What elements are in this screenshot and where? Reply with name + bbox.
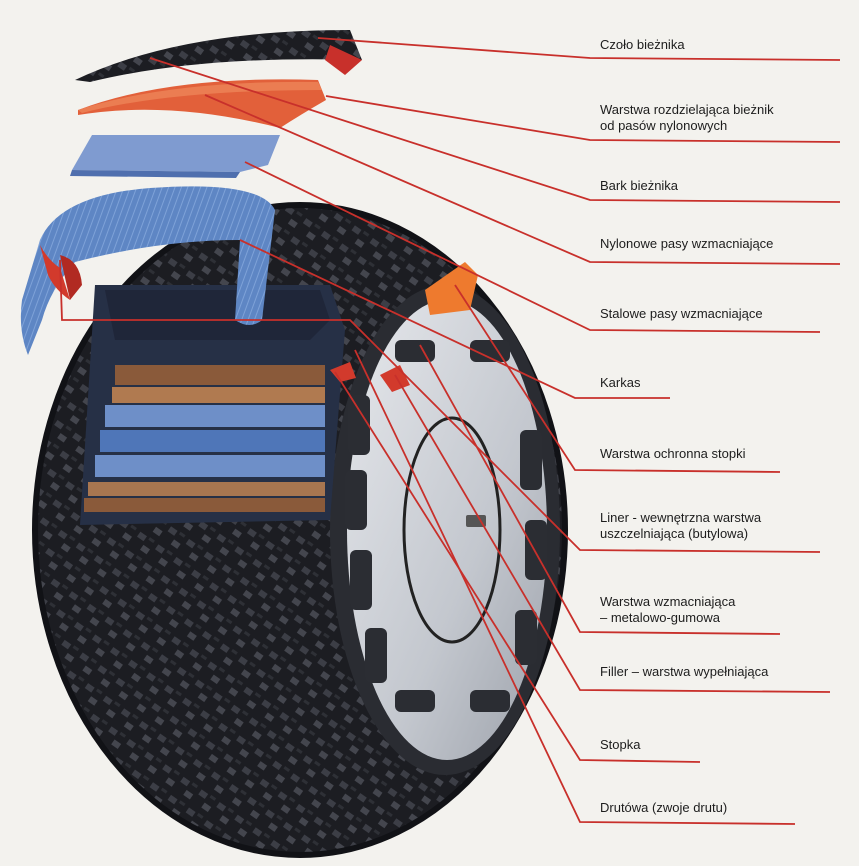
label-filler: Filler – warstwa wypełniająca [600, 664, 769, 679]
cutaway-section [80, 285, 345, 525]
label-stalowe-pasy: Stalowe pasy wzmacniające [600, 306, 763, 321]
leader-line-stopka [334, 371, 701, 763]
label-stopka: Stopka [600, 737, 641, 752]
leader-line-warstwa-rozdzielajaca [325, 95, 841, 143]
label-warstwa-ochronna-stopki: Warstwa ochronna stopki [600, 446, 746, 461]
leader-lines [59, 37, 841, 825]
label-czolo-bieznika: Czoło bieżnika [600, 37, 685, 52]
leader-line-ochronna [454, 284, 781, 473]
leader-line-liner [59, 259, 821, 553]
leader-line-stalowe [244, 161, 821, 333]
label-warstwa-wzmacniajaca: Warstwa wzmacniająca – metalowo-gumowa [600, 594, 736, 625]
label-liner: Liner - wewnętrzna warstwa uszczelniając… [600, 510, 762, 541]
wheel-rim [330, 285, 560, 775]
exploded-layers [20, 30, 362, 355]
leader-line-filler [394, 374, 831, 693]
leader-line-wzmacniajaca [419, 344, 781, 635]
leader-line-czolo [317, 37, 841, 61]
label-warstwa-rozdzielajaca: Warstwa rozdzielająca bieżnik od pasów n… [600, 102, 774, 133]
label-bark-bieznika: Bark bieżnika [600, 178, 679, 193]
label-drutowa: Drutówa (zwoje drutu) [600, 800, 728, 815]
label-nylonowe-pasy: Nylonowe pasy wzmacniające [600, 236, 774, 251]
leader-line-karkas [239, 239, 670, 399]
leader-line-nylonowe [204, 94, 841, 265]
leader-line-drutowa [354, 349, 796, 825]
label-karkas: Karkas [600, 375, 641, 390]
leader-line-bark [149, 57, 841, 203]
